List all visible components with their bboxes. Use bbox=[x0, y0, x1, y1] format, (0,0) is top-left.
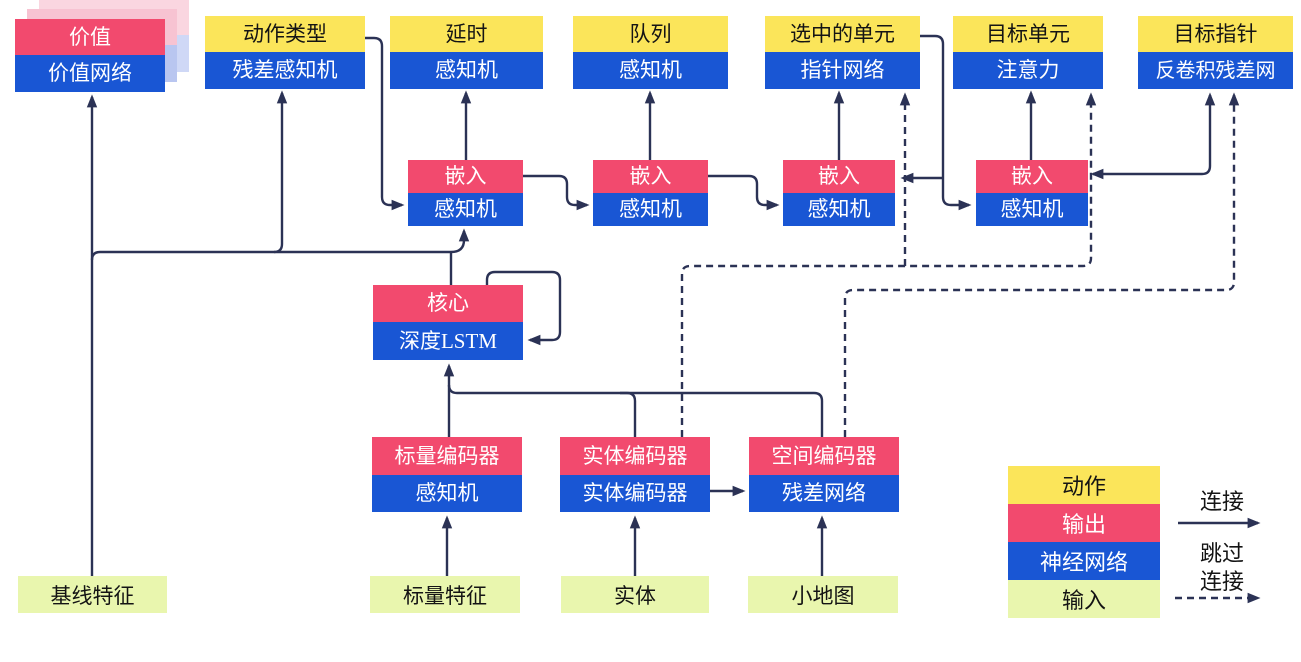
core-network-label: 深度LSTM bbox=[373, 322, 523, 360]
queue-label: 队列 bbox=[573, 16, 728, 52]
embedding-1: 嵌入 感知机 bbox=[408, 160, 523, 226]
entity-encoder-label: 实体编码器 bbox=[560, 437, 710, 475]
head-target-pointer: 目标指针 反卷积残差网 bbox=[1138, 16, 1293, 89]
legend-swatch-network: 神经网络 bbox=[1008, 542, 1160, 580]
skip-spatial-to-target-pointer bbox=[843, 92, 1240, 437]
embedding-2: 嵌入 感知机 bbox=[593, 160, 708, 226]
selected-units-network-label: 指针网络 bbox=[765, 52, 920, 89]
target-unit-network-label: 注意力 bbox=[953, 52, 1103, 89]
edge-core-branch-horizontal bbox=[90, 250, 451, 261]
target-unit-label: 目标单元 bbox=[953, 16, 1103, 52]
edge-embedding-1-to-2 bbox=[523, 174, 590, 211]
embedding-1-output-label: 嵌入 bbox=[408, 160, 523, 193]
embedding-3: 嵌入 感知机 bbox=[783, 160, 895, 226]
input-minimap: 小地图 bbox=[748, 576, 898, 613]
legend-skip-label-line2: 连接 bbox=[1199, 569, 1244, 594]
head-target-unit: 目标单元 注意力 bbox=[953, 16, 1103, 89]
core: 核心 深度LSTM bbox=[373, 285, 523, 360]
embedding-4-output-label: 嵌入 bbox=[976, 160, 1088, 193]
delay-network-label: 感知机 bbox=[390, 52, 543, 89]
input-scalar-features: 标量特征 bbox=[370, 576, 520, 613]
delay-label: 延时 bbox=[390, 16, 543, 52]
legend-swatch-output: 输出 bbox=[1008, 504, 1160, 542]
core-output-label: 核心 bbox=[373, 285, 523, 322]
spatial-encoder-network-label: 残差网络 bbox=[749, 475, 899, 512]
embedding-3-network-label: 感知机 bbox=[783, 193, 895, 226]
entity-encoder-network-label: 实体编码器 bbox=[560, 475, 710, 512]
head-queue: 队列 感知机 bbox=[573, 16, 728, 89]
head-selected-units: 选中的单元 指针网络 bbox=[765, 16, 920, 89]
embedding-4-network-label: 感知机 bbox=[976, 193, 1088, 226]
scalar-encoder-network-label: 感知机 bbox=[372, 475, 522, 512]
encoder-spatial: 空间编码器 残差网络 bbox=[749, 437, 899, 512]
encoder-scalar: 标量编码器 感知机 bbox=[372, 437, 522, 512]
legend-skip-label-line1: 跳过 bbox=[1199, 541, 1244, 566]
embedding-2-output-label: 嵌入 bbox=[593, 160, 708, 193]
selected-units-label: 选中的单元 bbox=[765, 16, 920, 52]
input-entities: 实体 bbox=[561, 576, 709, 613]
queue-network-label: 感知机 bbox=[573, 52, 728, 89]
embedding-3-output-label: 嵌入 bbox=[783, 160, 895, 193]
scalar-encoder-label: 标量编码器 bbox=[372, 437, 522, 475]
edge-branch-to-action-type bbox=[273, 90, 288, 254]
head-delay: 延时 感知机 bbox=[390, 16, 543, 89]
legend-swatch-action: 动作 bbox=[1008, 466, 1160, 504]
edge-entity-encoder-to-core bbox=[620, 391, 637, 437]
edge-core-to-embedding-1 bbox=[450, 228, 470, 254]
head-action-type: 动作类型 残差感知机 bbox=[205, 16, 365, 89]
legend-skip-label: 跳过 连接 bbox=[1178, 540, 1266, 596]
spatial-encoder-label: 空间编码器 bbox=[749, 437, 899, 475]
embedding-1-network-label: 感知机 bbox=[408, 193, 523, 226]
encoder-entity: 实体编码器 实体编码器 bbox=[560, 437, 710, 512]
target-pointer-label: 目标指针 bbox=[1138, 16, 1293, 52]
head-value: 价值 价值网络 bbox=[15, 19, 165, 92]
embedding-2-network-label: 感知机 bbox=[593, 193, 708, 226]
legend-swatch-input: 输入 bbox=[1008, 580, 1160, 618]
edge-spatial-encoder-to-core bbox=[447, 384, 824, 437]
edge-embedding4-to-target-pointer bbox=[1090, 92, 1216, 180]
action-type-network-label: 残差感知机 bbox=[205, 52, 365, 89]
embedding-4: 嵌入 感知机 bbox=[976, 160, 1088, 226]
edge-embedding-2-to-3 bbox=[708, 174, 780, 211]
input-baseline-features: 基线特征 bbox=[18, 576, 167, 613]
value-network-label: 价值网络 bbox=[15, 55, 165, 92]
legend-color-key: 动作 输出 神经网络 输入 bbox=[1008, 466, 1160, 618]
target-pointer-network-label: 反卷积残差网 bbox=[1138, 52, 1293, 89]
action-type-label: 动作类型 bbox=[205, 16, 365, 52]
value-output-label: 价值 bbox=[15, 19, 165, 55]
legend-connect-label: 连接 bbox=[1199, 489, 1244, 514]
skip-entity-to-target-unit bbox=[680, 92, 1097, 437]
